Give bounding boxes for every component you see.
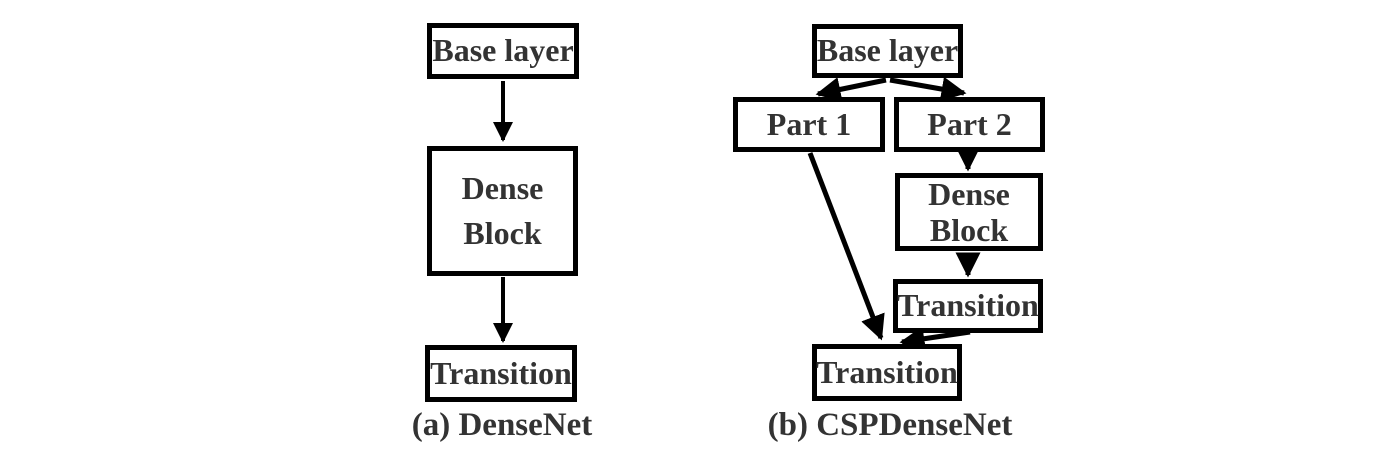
node-b-dense-block: Dense Block: [895, 173, 1043, 251]
arrow-b-transition-upper-to-transition-lower-icon: [899, 326, 971, 352]
node-b-base-layer: Base layer: [812, 24, 963, 78]
arrow-b-base-to-part2-icon: [889, 76, 967, 102]
node-b-transition-lower: Transition: [812, 344, 962, 401]
arrow-b-part1-to-transition-lower-icon: [807, 152, 885, 341]
node-a-dense-block: Dense Block: [427, 146, 578, 276]
arrow-b-base-to-part1-icon: [815, 77, 887, 102]
node-a-transition: Transition: [425, 345, 577, 402]
node-b-part2: Part 2: [894, 97, 1045, 152]
caption-cspdensenet: (b) CSPDenseNet: [767, 407, 1013, 443]
node-b-transition-upper: Transition: [893, 279, 1043, 333]
caption-densenet: (a) DenseNet: [411, 407, 593, 443]
node-b-part1: Part 1: [733, 97, 885, 152]
node-a-base-layer: Base layer: [427, 23, 579, 79]
